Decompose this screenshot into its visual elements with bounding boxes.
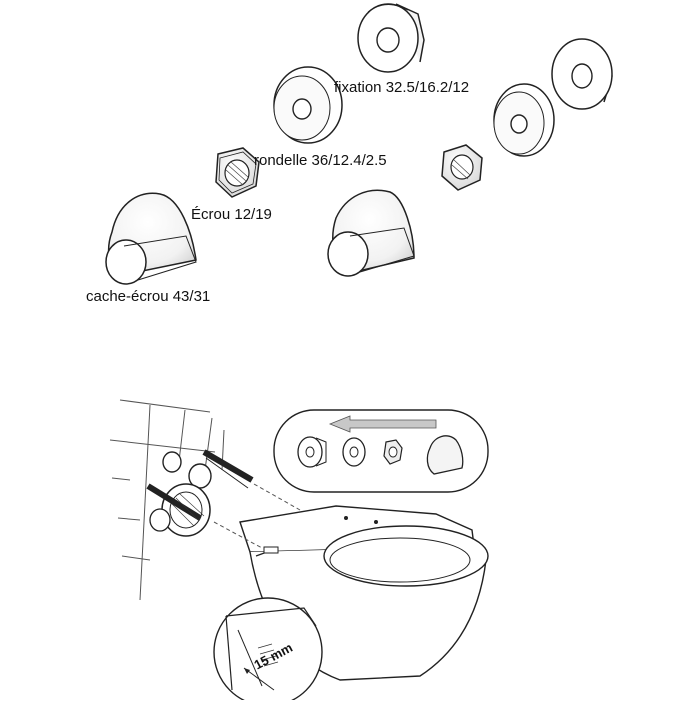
label-fixation: fixation 32.5/16.2/12 [334,79,470,96]
label-cache-ecrou: cache-écrou 43/31 [86,288,211,305]
assembly-order-callout [273,409,489,493]
label-ecrou: Écrou 12/19 [191,206,272,223]
threaded-rod-upper [162,449,254,489]
magnified-detail-circle [213,597,323,705]
hex-nut-icon [215,147,260,198]
hex-nut-icon-2 [441,144,483,191]
cone-cap-icon [105,192,197,285]
washer-icon-2 [493,83,555,157]
cone-cap-icon-2 [327,189,415,277]
toilet-bowl-illustration [213,483,489,681]
washer-icon [273,66,343,144]
threaded-rod-lower [146,483,211,537]
bushing-icon-2 [551,38,613,110]
label-rondelle: rondelle 36/12.4/2.5 [254,152,387,169]
bushing-icon [357,3,425,73]
